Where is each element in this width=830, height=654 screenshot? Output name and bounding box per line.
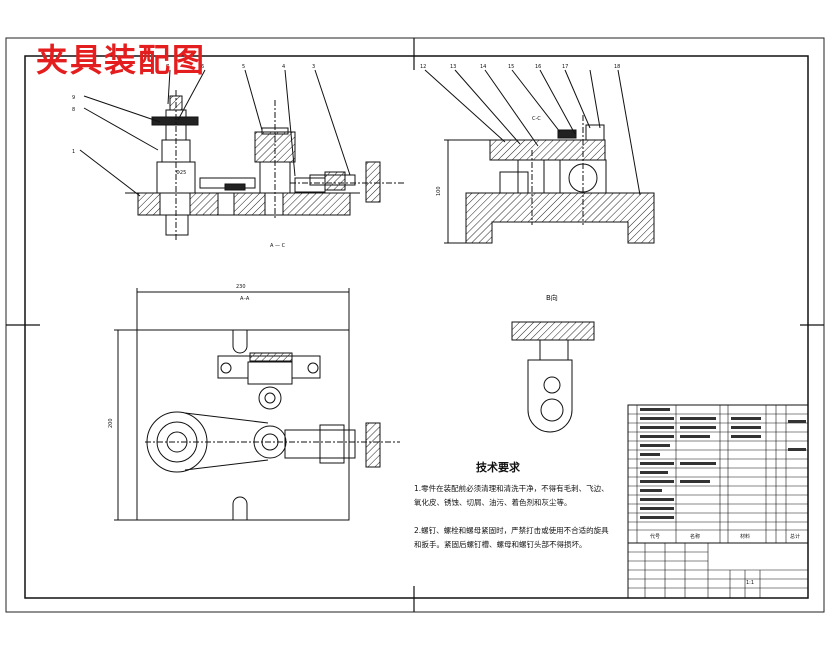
part-number-18: 18 (614, 64, 620, 70)
view-label-plan: A–A (240, 296, 250, 302)
technical-requirement-2: 2.螺钉、螺栓和螺母紧固时，严禁打击或使用不合适的旋具和扳手。紧固后螺钉槽、螺母… (414, 526, 609, 549)
part-number-6: 6 (201, 64, 204, 70)
centering-marks (6, 38, 824, 612)
part-number-9: 9 (72, 95, 75, 101)
part-number-1: 1 (72, 149, 75, 155)
view-label-front: A — C (270, 243, 286, 249)
part-number-14: 14 (480, 64, 486, 70)
side-section-view (424, 69, 655, 244)
plan-width-dimension: 230 (236, 284, 246, 290)
part-number-12: 12 (420, 64, 426, 70)
technical-requirement-1: 1.零件在装配前必须清理和清洗干净，不得有毛刺、飞边、氧化皮、锈蚀、切屑、油污、… (414, 484, 609, 507)
bore-dimension: Φ25 (176, 170, 186, 176)
part-number-13: 13 (450, 64, 456, 70)
part-number-5: 5 (242, 64, 245, 70)
side-height-dimension: 100 (436, 186, 442, 196)
part-number-8: 8 (72, 107, 75, 113)
plan-view (114, 288, 400, 521)
part-number-17: 17 (562, 64, 568, 70)
bom-table (627, 404, 809, 599)
part-number-3: 3 (312, 64, 315, 70)
view-label-b: B向 (546, 293, 558, 302)
scale-value: 1:1 (746, 580, 754, 586)
part-number-7: 7 (166, 64, 169, 70)
part-number-16: 16 (535, 64, 541, 70)
inner-border (24, 55, 809, 599)
bom-header-name: 名称 (690, 533, 700, 540)
technical-requirements-heading: 技术要求 (476, 461, 520, 474)
part-number-4: 4 (282, 64, 285, 70)
view-label-side: C-C (532, 116, 541, 122)
bom-header-code: 代号 (650, 533, 660, 540)
drawing-title: 夹具装配图 (36, 41, 207, 79)
bom-header-total: 总计 (790, 533, 800, 540)
plan-height-dimension: 200 (108, 418, 114, 428)
detail-view-b (511, 321, 595, 433)
bom-fill-marks (640, 408, 806, 519)
front-section-view (79, 69, 405, 240)
bom-header-material: 材料 (740, 533, 750, 540)
part-number-15: 15 (508, 64, 514, 70)
